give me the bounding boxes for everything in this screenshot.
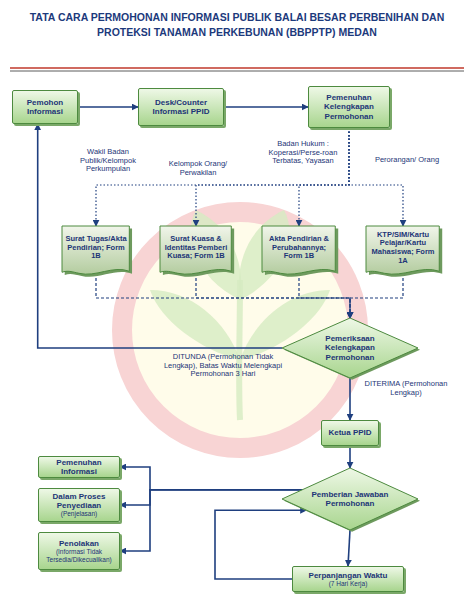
node-text: Pemohon Informasi	[16, 98, 74, 116]
process-box: Dalam Proses Penyediaan(Penjelasan)	[38, 488, 120, 522]
flow-arrow	[120, 490, 302, 551]
node-text: Surat Tugas/Akta Pendirian; Form 1B	[65, 235, 127, 261]
flow-arrow	[349, 378, 351, 420]
node-text-wrap: Perpanjangan Waktu(7 Hari Kerja)	[296, 571, 400, 588]
node-text: Penolakan	[42, 539, 116, 548]
flow-arrow	[96, 278, 350, 318]
node-text: Desk/Counter Informasi PPID	[142, 98, 220, 116]
node-text-wrap: KTP/SIM/Kartu Pelajar/Kartu Mahasiswa; F…	[369, 231, 437, 266]
flow-arrow	[78, 106, 138, 108]
process-box: Perpanjangan Waktu(7 Hari Kerja)	[292, 566, 404, 592]
flow-arrow	[120, 490, 302, 505]
flow-arrow	[350, 278, 403, 318]
node-subtext: (7 Hari Kerja)	[296, 580, 400, 587]
edge-label: DITUNDA (Permohonan Tidak Lengkap), Bata…	[158, 353, 288, 379]
node-text: Akta Pendirian & Perubahannya; Form 1B	[265, 235, 333, 261]
document-box: KTP/SIM/Kartu Pelajar/Kartu Mahasiswa; F…	[366, 226, 440, 278]
node-text-wrap: Dalam Proses Penyediaan(Penjelasan)	[42, 492, 116, 518]
document-shape	[160, 226, 231, 274]
flow-arrow	[224, 106, 308, 108]
process-box: Desk/Counter Informasi PPID	[138, 88, 224, 126]
flow-arrow	[299, 278, 350, 318]
process-box: Penolakan(Informasi Tidak Tersedia/Dikec…	[38, 532, 120, 570]
node-text-wrap: Pemenuhan Informasi	[42, 458, 116, 476]
process-box: Pemenuhan Informasi	[38, 456, 120, 478]
node-text: Pemberian Jawaban Permohonan	[309, 490, 391, 508]
node-text-wrap: Surat Tugas/Akta Pendirian; Form 1B	[65, 235, 127, 261]
document-shape	[262, 226, 335, 274]
document-shape	[62, 226, 129, 274]
flow-arrow	[120, 467, 302, 490]
document-box: Surat Kuasa & Identitas Pemberi Kuasa; F…	[160, 226, 232, 278]
node-text: Ketua PPID	[325, 428, 375, 437]
node-text: Pemenuhan Informasi	[42, 458, 116, 476]
flow-arrow	[349, 128, 403, 226]
edge-label: DITERIMA (Permohonan Lengkap)	[356, 380, 456, 397]
edge-label: Perorangan/ Orang	[374, 156, 440, 165]
node-text: Dalam Proses Penyediaan	[42, 492, 116, 510]
node-text-wrap: Pemberian Jawaban Permohonan	[309, 490, 391, 508]
process-box: Pemenuhan Kelengkapan Permohonan	[308, 86, 390, 128]
document-shape	[366, 226, 439, 274]
process-box: Pemohon Informasi	[12, 90, 78, 124]
node-subtext: (Informasi Tidak Tersedia/Dikecualikan)	[42, 548, 116, 563]
node-text-wrap: Penolakan(Informasi Tidak Tersedia/Dikec…	[42, 539, 116, 563]
node-text-wrap: Pemohon Informasi	[16, 98, 74, 116]
node-text: Surat Kuasa & Identitas Pemberi Kuasa; F…	[163, 235, 229, 261]
edge-label: Badan Hukum : Koperasi/Perse-roan Terbat…	[262, 140, 344, 166]
node-text: KTP/SIM/Kartu Pelajar/Kartu Mahasiswa; F…	[369, 231, 437, 266]
flow-arrow	[349, 446, 351, 468]
node-text-wrap: Ketua PPID	[325, 428, 375, 437]
node-text-wrap: Desk/Counter Informasi PPID	[142, 98, 220, 116]
watermark-leaf	[150, 290, 240, 360]
node-text: Pemeriksaan Kelengkapan Permohonan	[309, 334, 391, 362]
diamond-shape	[282, 318, 418, 378]
flow-arrow	[196, 278, 350, 318]
diagram-title: TATA CARA PERMOHONAN INFORMASI PUBLIK BA…	[20, 10, 454, 39]
node-text-wrap: Pemenuhan Kelengkapan Permohonan	[312, 93, 386, 121]
node-text-wrap: Surat Kuasa & Identitas Pemberi Kuasa; F…	[163, 235, 229, 261]
decision-diamond: Pemeriksaan Kelengkapan Permohonan	[282, 318, 418, 378]
flow-arrow	[196, 128, 349, 226]
process-box: Ketua PPID	[321, 420, 379, 446]
document-box: Surat Tugas/Akta Pendirian; Form 1B	[62, 226, 130, 278]
edge-label: Kelompok Orang/ Perwakilan	[158, 160, 238, 177]
node-text: Perpanjangan Waktu	[296, 571, 400, 580]
node-text-wrap: Akta Pendirian & Perubahannya; Form 1B	[265, 235, 333, 261]
node-text-wrap: Pemeriksaan Kelengkapan Permohonan	[309, 334, 391, 362]
title-rule	[10, 67, 464, 69]
node-text: Pemenuhan Kelengkapan Permohonan	[312, 93, 386, 121]
decision-diamond: Pemberian Jawaban Permohonan	[282, 468, 418, 530]
flow-arrow	[38, 124, 282, 348]
document-box: Akta Pendirian & Perubahannya; Form 1B	[262, 226, 336, 278]
flow-arrow	[96, 128, 349, 226]
flow-arrow	[348, 530, 350, 566]
edge-label: Wakil Badan Publik/Kelompok Perkumpulan	[62, 148, 154, 174]
diamond-shape	[282, 468, 418, 530]
title-rule	[10, 71, 464, 72]
node-subtext: (Penjelasan)	[42, 510, 116, 517]
watermark-stem	[236, 280, 243, 420]
